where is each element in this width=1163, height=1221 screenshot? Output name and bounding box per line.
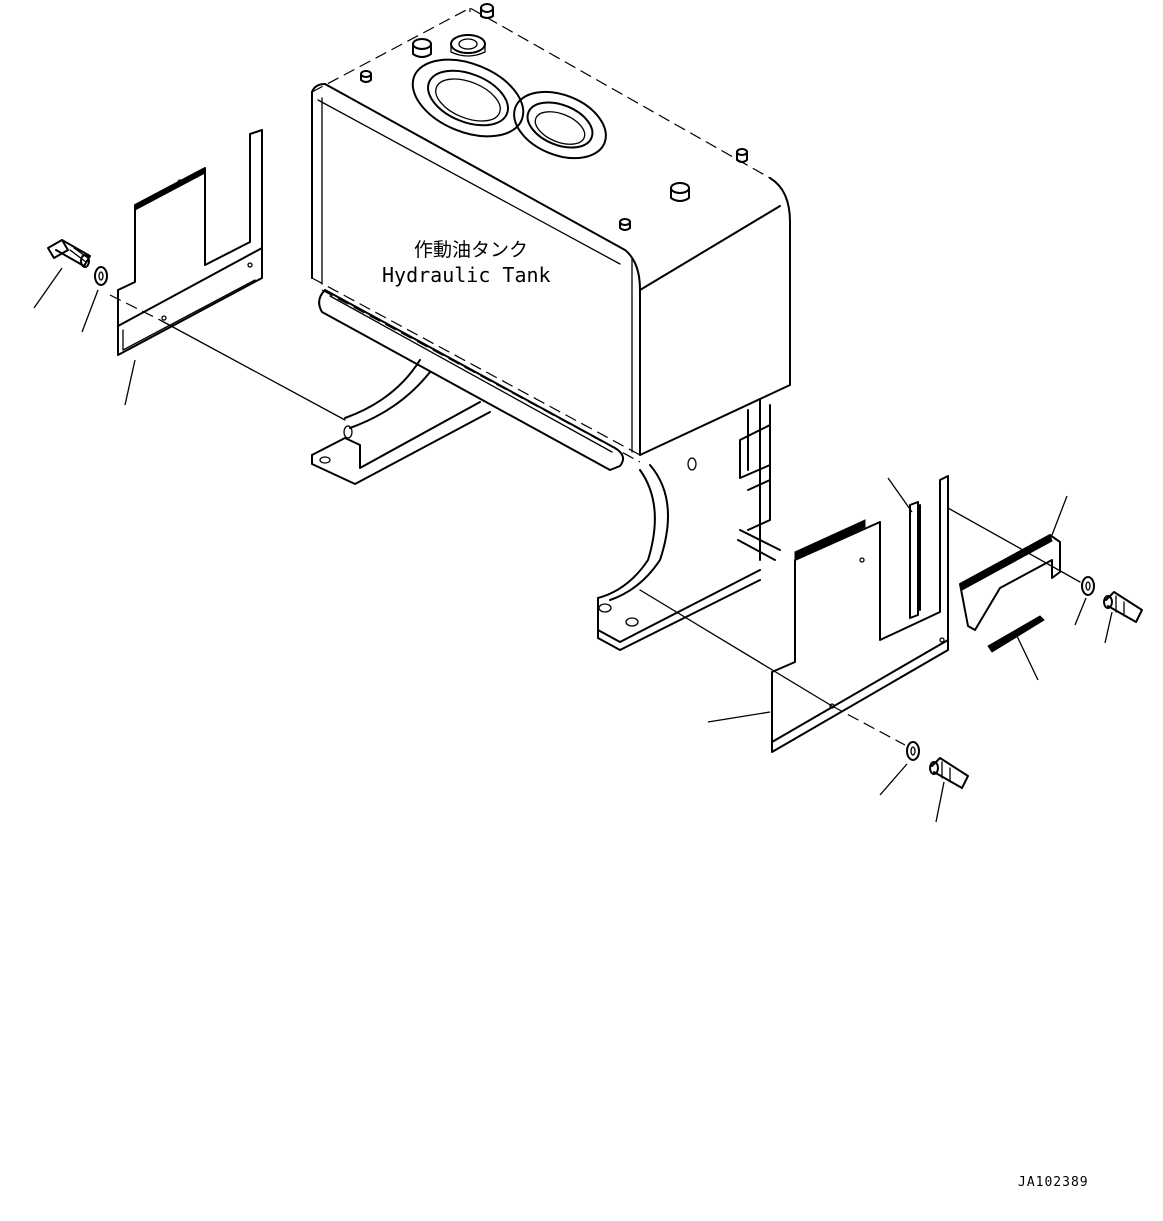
right-bolt-upper <box>1103 591 1143 623</box>
right-washer-lower <box>906 741 920 761</box>
left-cover-plate <box>117 129 263 356</box>
left-washer <box>94 266 108 286</box>
left-bolt <box>47 239 91 268</box>
tank-small-port <box>450 34 486 57</box>
tank-label-japanese: 作動油タンク <box>414 239 528 261</box>
tank-label-english: Hydraulic Tank <box>382 263 551 287</box>
tank-support-frame <box>311 289 781 651</box>
right-cover-plate <box>771 475 949 753</box>
hydraulic-tank: 作動油タンク Hydraulic Tank <box>311 3 791 463</box>
tank-bosses <box>360 3 748 231</box>
tank-large-port-left <box>411 58 525 138</box>
drawing-id-label: JA102389 <box>1018 1175 1089 1190</box>
leader-lines <box>33 267 1113 823</box>
tank-large-port-right <box>513 90 607 160</box>
right-washer-upper <box>1081 576 1095 596</box>
right-bolt-lower <box>929 757 969 789</box>
right-bracket <box>959 534 1061 631</box>
